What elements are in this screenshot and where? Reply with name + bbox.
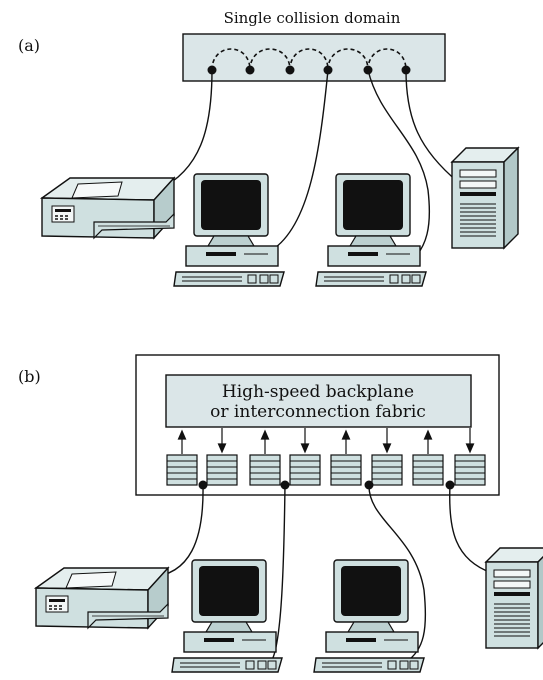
printer-icon <box>41 177 175 239</box>
hub-port <box>245 65 255 75</box>
computer-icon <box>313 559 425 673</box>
switch-port-icon <box>166 454 198 486</box>
switch-port-icon <box>249 454 281 486</box>
computer-icon <box>315 173 427 287</box>
computer-icon <box>173 173 285 287</box>
switch-port-icon <box>206 454 238 486</box>
switch-port-icon <box>454 454 486 486</box>
backplane-box <box>165 374 472 428</box>
collision-arcs <box>211 48 407 71</box>
computer-icon <box>171 559 283 673</box>
part-b-label: (b) <box>18 367 41 386</box>
switch-port-icon <box>371 454 403 486</box>
part-a-label: (a) <box>18 36 40 55</box>
part-b: (b) High-speed backplane or interconnect… <box>18 354 543 673</box>
server-tower-icon <box>485 547 543 649</box>
hub-icon <box>182 33 446 82</box>
port-arrows <box>177 428 475 454</box>
backplane-label-line1: High-speed backplane <box>222 382 414 402</box>
printer-icon <box>35 567 169 629</box>
part-a: (a) Single collision domain <box>18 9 519 287</box>
collision-domain-title: Single collision domain <box>224 9 401 27</box>
backplane-label-line2: or interconnection fabric <box>210 402 426 422</box>
switch-port-icon <box>330 454 362 486</box>
hub-port <box>285 65 295 75</box>
hub-cables <box>157 69 459 265</box>
switch-port-icon <box>412 454 444 486</box>
switch-port-icon <box>289 454 321 486</box>
server-tower-icon <box>451 147 519 249</box>
